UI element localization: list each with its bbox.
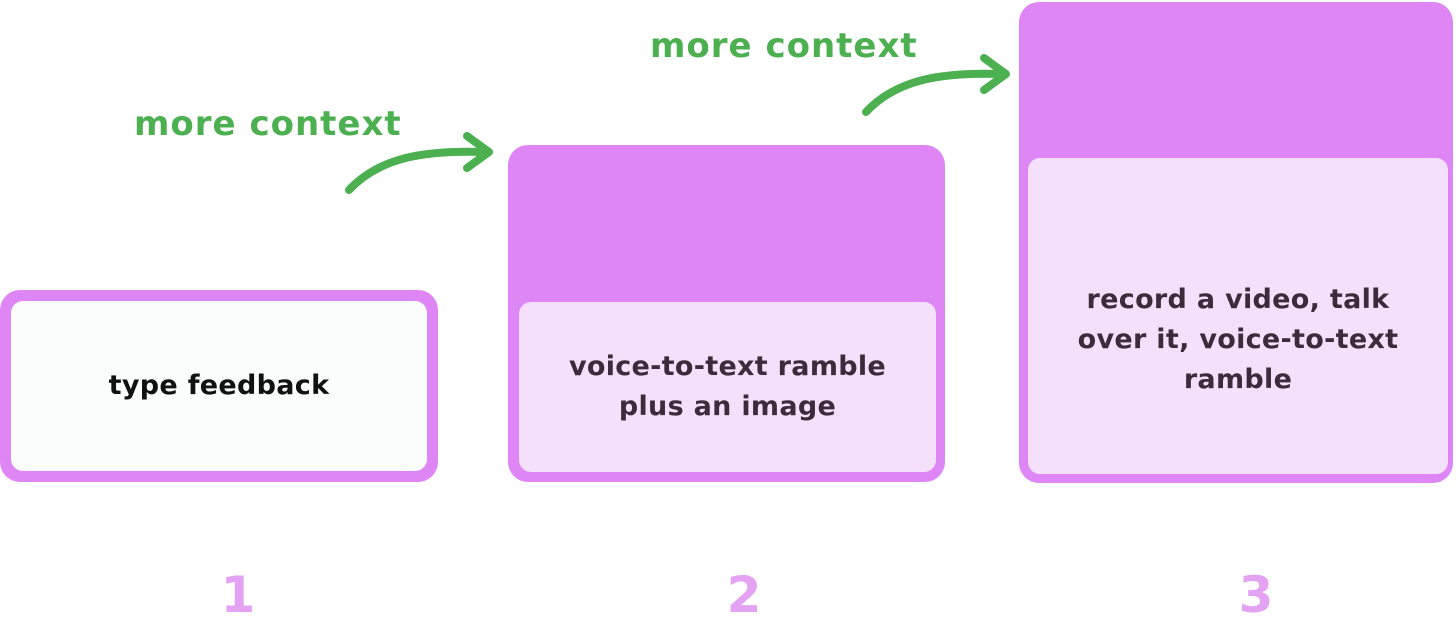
step-1-card: type feedback [0, 290, 438, 482]
step-2-card-body: voice-to-text ramble plus an image [519, 302, 936, 472]
step-2-card: voice-to-text ramble plus an image [508, 145, 945, 482]
step-3-card-body: record a video, talk over it, voice-to-t… [1028, 158, 1448, 474]
step-3-card: record a video, talk over it, voice-to-t… [1019, 2, 1453, 483]
step-3-label: record a video, talk over it, voice-to-t… [1077, 284, 1399, 395]
step-1-card-body: type feedback [11, 301, 427, 471]
step-3-number: 3 [1238, 566, 1274, 624]
step-2-label: voice-to-text ramble plus an image [568, 351, 887, 422]
curved-arrow-icon [862, 54, 1010, 116]
step-2-number: 2 [726, 566, 762, 624]
annotation-more-context-1: more context [134, 104, 402, 144]
annotation-more-context-2: more context [650, 26, 918, 66]
curved-arrow-icon [345, 132, 493, 194]
step-1-label: type feedback [108, 370, 330, 401]
step-1-number: 1 [220, 566, 256, 624]
